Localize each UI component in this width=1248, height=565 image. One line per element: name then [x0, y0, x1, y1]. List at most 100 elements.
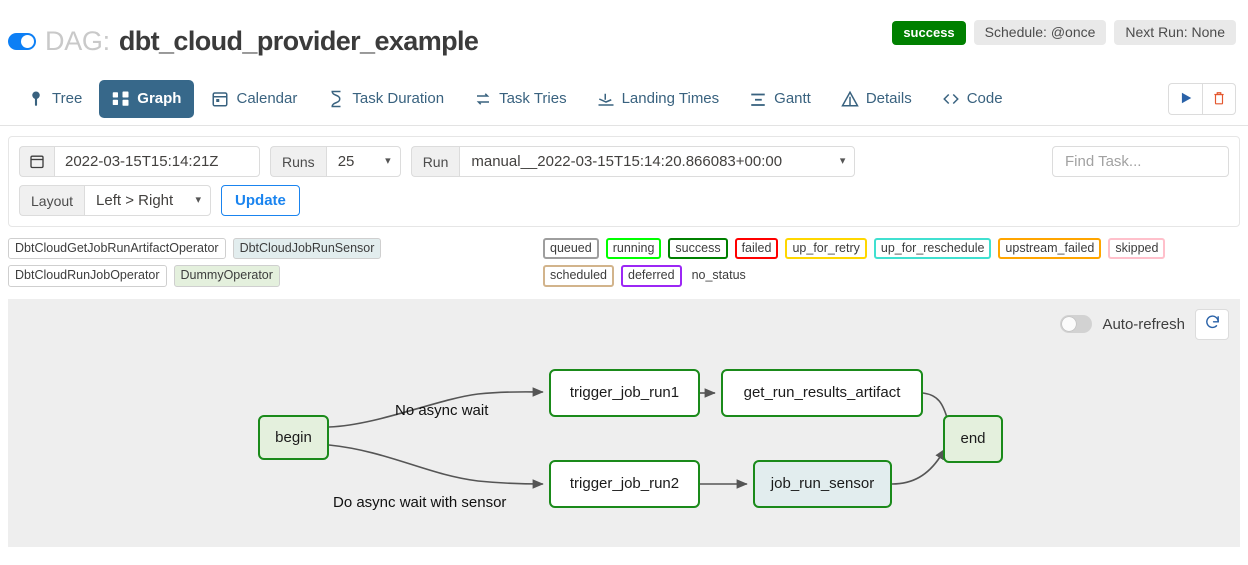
chevron-down-icon: ▾	[385, 155, 391, 167]
legend-operator[interactable]: DummyOperator	[173, 265, 280, 287]
run-value: manual__2022-03-15T15:14:20.866083+00:00	[471, 153, 783, 170]
legend-state-scheduled[interactable]: scheduled	[543, 265, 614, 287]
toggle-knob	[21, 35, 34, 48]
graph-node-end[interactable]: end	[943, 414, 1003, 463]
graph-node-trigger_job_run2[interactable]: trigger_job_run2	[549, 459, 700, 508]
dag-label: DAG:	[45, 26, 110, 56]
tab-task-duration[interactable]: Task Duration	[314, 80, 457, 118]
dag-header: DAG: dbt_cloud_provider_example success …	[0, 0, 1248, 72]
filter-row-top: 2022-03-15T15:14:21Z Runs 25 ▾ Run manua…	[19, 146, 1229, 177]
dag-title: DAG: dbt_cloud_provider_example	[8, 18, 479, 57]
legend-operator[interactable]: DbtCloudJobRunSensor	[232, 238, 382, 260]
operator-legend: DbtCloudGetJobRunArtifactOperator DbtClo…	[8, 238, 543, 287]
execution-date-input[interactable]: 2022-03-15T15:14:21Z	[54, 146, 260, 177]
tab-details[interactable]: Details	[828, 80, 925, 118]
edge-label-no-async-wait: No async wait	[395, 401, 489, 419]
legend-state-queued[interactable]: queued	[543, 238, 599, 260]
graph-node-job_run_sensor[interactable]: job_run_sensor	[753, 459, 892, 508]
legend-bar: DbtCloudGetJobRunArtifactOperator DbtClo…	[8, 238, 1240, 287]
tab-tree[interactable]: Tree	[14, 80, 95, 118]
execution-date-group: 2022-03-15T15:14:21Z	[19, 146, 260, 177]
toggle-knob	[1062, 317, 1077, 332]
schedule-badge[interactable]: Schedule: @once	[973, 20, 1107, 45]
node-label: get_run_results_artifact	[743, 384, 901, 402]
runs-value: 25	[337, 153, 355, 170]
tab-label: Gantt	[774, 90, 811, 107]
tab-label: Code	[966, 90, 1003, 107]
node-label: job_run_sensor	[770, 475, 875, 493]
node-label: end	[960, 430, 986, 448]
layout-select[interactable]: Left > Right ▾	[84, 185, 212, 216]
graph-node-trigger_job_run1[interactable]: trigger_job_run1	[549, 368, 700, 417]
legend-state-deferred[interactable]: deferred	[621, 265, 682, 287]
run-group: Run manual__2022-03-15T15:14:20.866083+0…	[410, 146, 856, 177]
graph-icon	[112, 90, 130, 108]
tab-task-tries[interactable]: Task Tries	[461, 80, 580, 118]
refresh-button[interactable]	[1195, 308, 1229, 340]
runs-select[interactable]: 25 ▾	[325, 146, 401, 177]
tab-landing-times[interactable]: Landing Times	[584, 80, 733, 118]
code-icon	[942, 90, 960, 108]
legend-state-skipped[interactable]: skipped	[1108, 238, 1166, 260]
legend-operator[interactable]: DbtCloudRunJobOperator	[8, 265, 167, 287]
state-legend: queued running success failed up_for_ret…	[543, 238, 1240, 287]
delete-dag-button[interactable]	[1202, 83, 1236, 115]
chevron-down-icon: ▾	[839, 155, 846, 167]
legend-state-success[interactable]: success	[668, 238, 728, 260]
tab-label: Task Duration	[352, 90, 445, 107]
node-label: trigger_job_run2	[569, 475, 680, 493]
dag-graph-canvas[interactable]: Auto-refresh begin trigger_job_run	[8, 298, 1240, 547]
graph-node-begin[interactable]: begin	[258, 414, 329, 460]
legend-state-upstream-failed[interactable]: upstream_failed	[998, 238, 1102, 260]
legend-state-no-status: no_status	[691, 268, 746, 283]
layout-group: Layout Left > Right ▾	[19, 185, 212, 216]
graph-node-get_run_results_artifact[interactable]: get_run_results_artifact	[721, 368, 923, 417]
tab-label: Details	[865, 90, 912, 107]
tab-graph[interactable]: Graph	[99, 79, 195, 118]
update-button[interactable]: Update	[221, 185, 300, 216]
dag-pause-toggle[interactable]	[8, 33, 36, 50]
trash-icon	[1212, 90, 1226, 109]
calendar-icon[interactable]	[19, 146, 54, 177]
trigger-dag-button[interactable]	[1168, 83, 1202, 115]
graph-toolbar: Auto-refresh	[1060, 308, 1229, 340]
graph-edges	[328, 386, 953, 489]
node-label: begin	[275, 428, 312, 446]
runs-label: Runs	[270, 146, 326, 177]
legend-state-up-for-reschedule[interactable]: up_for_reschedule	[873, 238, 992, 260]
hourglass-icon	[327, 90, 345, 108]
runs-group: Runs 25 ▾	[270, 146, 401, 177]
page-title: dbt_cloud_provider_example	[118, 26, 479, 56]
layout-label: Layout	[19, 185, 85, 216]
dag-action-buttons	[1168, 83, 1236, 115]
filter-row-bottom: Layout Left > Right ▾ Update	[19, 185, 1229, 216]
legend-state-running[interactable]: running	[605, 238, 662, 260]
legend-operator[interactable]: DbtCloudGetJobRunArtifactOperator	[8, 238, 226, 260]
tab-code[interactable]: Code	[929, 80, 1016, 118]
tree-icon	[27, 90, 45, 108]
tab-calendar[interactable]: Calendar	[198, 80, 310, 118]
tab-label: Graph	[137, 90, 182, 107]
tab-label: Task Tries	[499, 90, 567, 107]
tab-gantt[interactable]: Gantt	[736, 80, 824, 118]
view-tabs: Tree Graph Calendar Task Duration Task T…	[0, 72, 1248, 126]
layout-value: Left > Right	[96, 192, 174, 209]
tab-label: Tree	[52, 90, 83, 107]
run-label: Run	[410, 146, 460, 177]
retry-icon	[474, 90, 492, 108]
tab-label: Calendar	[236, 90, 298, 107]
dag-status-badges: success Schedule: @once Next Run: None	[892, 20, 1236, 45]
legend-state-failed[interactable]: failed	[734, 238, 779, 260]
search-input[interactable]: Find Task...	[1052, 146, 1229, 177]
calendar-icon	[211, 90, 229, 108]
filter-panel: 2022-03-15T15:14:21Z Runs 25 ▾ Run manua…	[8, 136, 1240, 227]
legend-state-up-for-retry[interactable]: up_for_retry	[785, 238, 867, 260]
node-label: trigger_job_run1	[569, 384, 680, 402]
auto-refresh-toggle[interactable]	[1060, 315, 1093, 334]
next-run-badge[interactable]: Next Run: None	[1114, 20, 1236, 45]
landing-icon	[597, 90, 615, 108]
auto-refresh-label: Auto-refresh	[1102, 315, 1185, 333]
status-badge: success	[892, 20, 966, 45]
run-select[interactable]: manual__2022-03-15T15:14:20.866083+00:00…	[459, 146, 856, 177]
tab-label: Landing Times	[621, 90, 720, 107]
